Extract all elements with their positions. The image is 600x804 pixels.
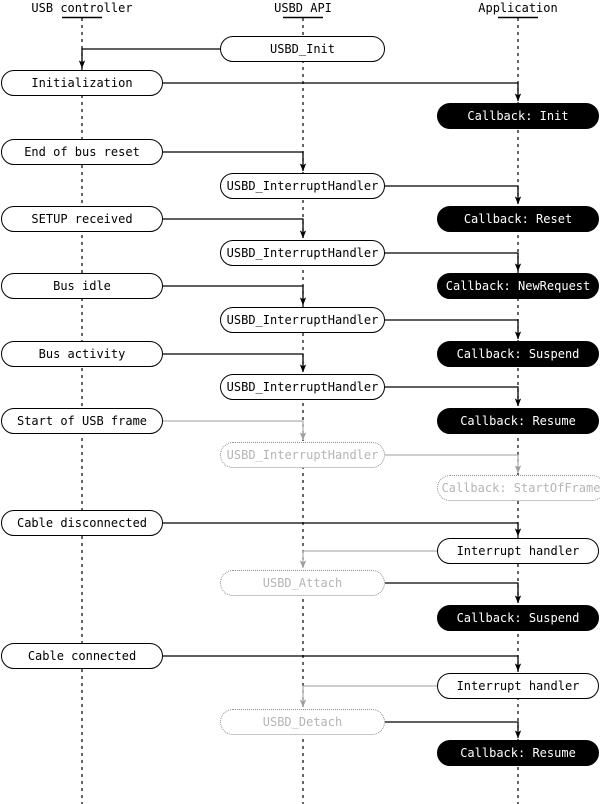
node-label-ih2: USBD_InterruptHandler bbox=[226, 246, 379, 260]
node-ihnd2[interactable]: Interrupt handler bbox=[437, 673, 599, 699]
node-label-cb_reset: Callback: Reset bbox=[463, 212, 573, 226]
node-label-cb_res1: Callback: Resume bbox=[460, 414, 576, 428]
node-label-cb_init: Callback: Init bbox=[467, 109, 569, 123]
node-ih3[interactable]: USBD_InterruptHandler bbox=[220, 307, 385, 333]
edge-busact-to-ih4 bbox=[163, 353, 307, 373]
node-disc[interactable]: Cable disconnected bbox=[1, 510, 163, 536]
edge-detach-to-cb_res2 bbox=[385, 721, 522, 739]
edge-sof-to-ih5 bbox=[163, 420, 307, 441]
node-cb_susp2[interactable]: Callback: Suspend bbox=[437, 605, 599, 631]
node-init[interactable]: Initialization bbox=[1, 70, 163, 96]
edge-init-to-cb_init bbox=[163, 82, 522, 102]
node-ih4[interactable]: USBD_InterruptHandler bbox=[220, 374, 385, 400]
node-ih2[interactable]: USBD_InterruptHandler bbox=[220, 240, 385, 266]
node-sof[interactable]: Start of USB frame bbox=[1, 408, 163, 434]
node-cb_newreq[interactable]: Callback: NewRequest bbox=[437, 273, 599, 299]
node-label-ih5: USBD_InterruptHandler bbox=[226, 448, 379, 462]
edges-group bbox=[78, 48, 522, 739]
lifeline-header-api: USBD API bbox=[274, 1, 332, 15]
edge-busreset-to-ih1 bbox=[163, 151, 307, 172]
node-label-ih1: USBD_InterruptHandler bbox=[226, 179, 379, 193]
node-busidle[interactable]: Bus idle bbox=[1, 273, 163, 299]
node-label-busidle: Bus idle bbox=[53, 279, 111, 293]
node-cb_res1[interactable]: Callback: Resume bbox=[437, 408, 599, 434]
node-ih1[interactable]: USBD_InterruptHandler bbox=[220, 173, 385, 199]
node-label-busact: Bus activity bbox=[38, 347, 126, 361]
node-cb_init[interactable]: Callback: Init bbox=[437, 103, 599, 129]
node-ih5[interactable]: USBD_InterruptHandler bbox=[220, 442, 385, 468]
node-label-cb_newreq: Callback: NewRequest bbox=[445, 279, 591, 293]
edge-ih4-to-cb_res1 bbox=[385, 386, 522, 407]
node-cb_sof[interactable]: Callback: StartOfFrame bbox=[437, 475, 600, 501]
lifeline-header-controller: USB controller bbox=[31, 1, 133, 15]
edge-setup-to-ih2 bbox=[163, 218, 307, 239]
node-busact[interactable]: Bus activity bbox=[1, 341, 163, 367]
node-label-ih3: USBD_InterruptHandler bbox=[226, 313, 379, 327]
edge-ihnd1-to-attach bbox=[299, 550, 437, 569]
node-label-ihnd1: Interrupt handler bbox=[456, 544, 580, 558]
lifeline-header-app: Application bbox=[478, 1, 558, 15]
node-label-usbd_init: USBD_Init bbox=[269, 42, 336, 56]
edge-usbd_init-to-init bbox=[78, 48, 220, 69]
node-label-cb_res2: Callback: Resume bbox=[460, 746, 576, 760]
edge-ih1-to-cb_reset bbox=[385, 185, 522, 205]
node-label-disc: Cable disconnected bbox=[16, 516, 148, 530]
node-label-cb_sof: Callback: StartOfFrame bbox=[441, 481, 600, 495]
node-label-cb_susp2: Callback: Suspend bbox=[456, 611, 580, 625]
edge-attach-to-cb_susp2 bbox=[385, 582, 522, 604]
node-label-attach: USBD_Attach bbox=[262, 576, 343, 590]
node-label-sof: Start of USB frame bbox=[16, 414, 148, 428]
node-label-cb_susp1: Callback: Suspend bbox=[456, 347, 580, 361]
edge-disc-to-ihnd1 bbox=[163, 522, 522, 537]
node-label-init: Initialization bbox=[31, 76, 133, 90]
node-label-detach: USBD_Detach bbox=[262, 715, 343, 729]
node-conn[interactable]: Cable connected bbox=[1, 643, 163, 669]
node-cb_reset[interactable]: Callback: Reset bbox=[437, 206, 599, 232]
edge-ih5-to-cb_sof bbox=[385, 454, 522, 474]
node-cb_susp1[interactable]: Callback: Suspend bbox=[437, 341, 599, 367]
edge-conn-to-ihnd2 bbox=[163, 655, 522, 672]
node-label-conn: Cable connected bbox=[27, 649, 137, 663]
edge-ih2-to-cb_newreq bbox=[385, 252, 522, 272]
edge-ih3-to-cb_susp1 bbox=[385, 319, 522, 340]
node-usbd_init[interactable]: USBD_Init bbox=[220, 36, 385, 62]
node-detach[interactable]: USBD_Detach bbox=[220, 709, 385, 735]
node-busreset[interactable]: End of bus reset bbox=[1, 139, 163, 165]
node-ihnd1[interactable]: Interrupt handler bbox=[437, 538, 599, 564]
node-setup[interactable]: SETUP received bbox=[1, 206, 163, 232]
node-label-ih4: USBD_InterruptHandler bbox=[226, 380, 379, 394]
edge-busidle-to-ih3 bbox=[163, 285, 307, 306]
edge-ihnd2-to-detach bbox=[299, 685, 437, 708]
node-label-setup: SETUP received bbox=[31, 212, 133, 226]
node-label-ihnd2: Interrupt handler bbox=[456, 679, 580, 693]
node-attach[interactable]: USBD_Attach bbox=[220, 570, 385, 596]
node-label-busreset: End of bus reset bbox=[24, 145, 140, 159]
node-cb_res2[interactable]: Callback: Resume bbox=[437, 740, 599, 766]
